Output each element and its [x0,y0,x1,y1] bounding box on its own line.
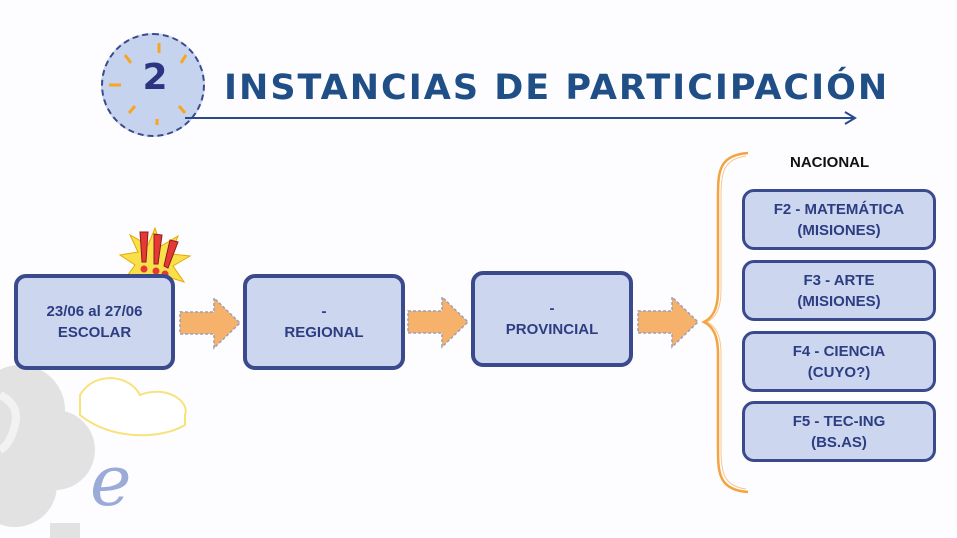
cloud-outline [79,377,187,437]
national-item-venue: (CUYO?) [807,363,871,381]
page-title: INSTANCIAS DE PARTICIPACIÓN [224,68,890,108]
stage-label: REGIONAL [284,324,364,341]
cloud-shape [0,443,57,527]
national-item-f5: F5 - TEC-ING (BS.AS) [742,401,936,462]
national-item-title: F2 - MATEMÁTICA [773,200,905,218]
national-label: NACIONAL [790,154,870,171]
national-item-venue: (MISIONES) [797,292,881,310]
national-item-f2: F2 - MATEMÁTICA (MISIONES) [742,189,936,250]
stage-escolar: 23/06 al 27/06 ESCOLAR [14,274,175,370]
title-underline-arrow [185,111,857,125]
clock-ticks [109,43,188,125]
flow-arrow-icon [637,295,700,349]
flow-arrow-icon [407,295,470,349]
stage-date: 23/06 al 27/06 [46,303,143,320]
stage-provincial: - PROVINCIAL [471,271,633,367]
watermark-letter: e [90,440,131,522]
national-item-title: F4 - CIENCIA [792,342,886,360]
watermark-graphic: e [0,365,187,538]
watermark-fragment [50,523,80,538]
flow-arrow-icon [179,296,242,350]
cloud-swirl [0,391,20,454]
national-item-title: F3 - ARTE [803,271,875,289]
national-item-venue: (BS.AS) [811,433,867,451]
stage-date: - [321,303,327,320]
national-item-venue: (MISIONES) [797,221,881,239]
national-item-f4: F4 - CIENCIA (CUYO?) [742,331,936,392]
stage-label: ESCOLAR [57,324,132,341]
curly-brace-icon [701,151,749,494]
national-item-f3: F3 - ARTE (MISIONES) [742,260,936,321]
national-item-title: F5 - TEC-ING [792,412,886,430]
stage-date: - [549,300,555,317]
stage-label: PROVINCIAL [505,321,599,338]
stage-regional: - REGIONAL [243,274,405,370]
step-number: 2 [142,57,168,98]
